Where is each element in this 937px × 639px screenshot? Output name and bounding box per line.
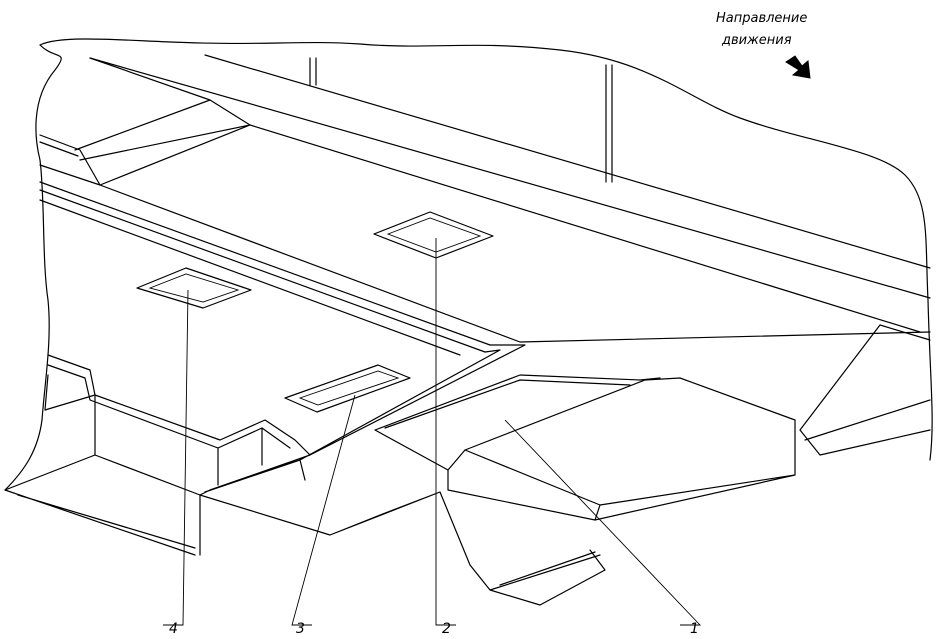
direction-label-line2: движения (721, 33, 792, 48)
upper-beam (89, 54, 931, 333)
left-upper-ledge (39, 134, 491, 356)
upper-slope (74, 57, 251, 186)
main-deck (99, 184, 931, 343)
lower-bed (199, 491, 606, 606)
callout-label-3: 3 (296, 621, 305, 637)
left-lower-wall (4, 454, 201, 556)
stepped-ledge (44, 344, 526, 496)
callout-label-2: 2 (442, 621, 451, 637)
raised-block (447, 377, 796, 521)
opening-4 (136, 267, 252, 309)
opening-3 (284, 364, 411, 413)
leaders (163, 238, 702, 626)
long-lower-trench (374, 324, 931, 471)
callout-label-1: 1 (690, 621, 699, 637)
callout-label-4: 4 (169, 621, 178, 637)
posts (309, 57, 613, 183)
opening-2 (373, 211, 494, 259)
arrow-down-right-icon (785, 55, 811, 79)
left-break-line (4, 44, 62, 491)
direction-label-line1: Направление (716, 11, 807, 26)
break-line (39, 38, 933, 461)
